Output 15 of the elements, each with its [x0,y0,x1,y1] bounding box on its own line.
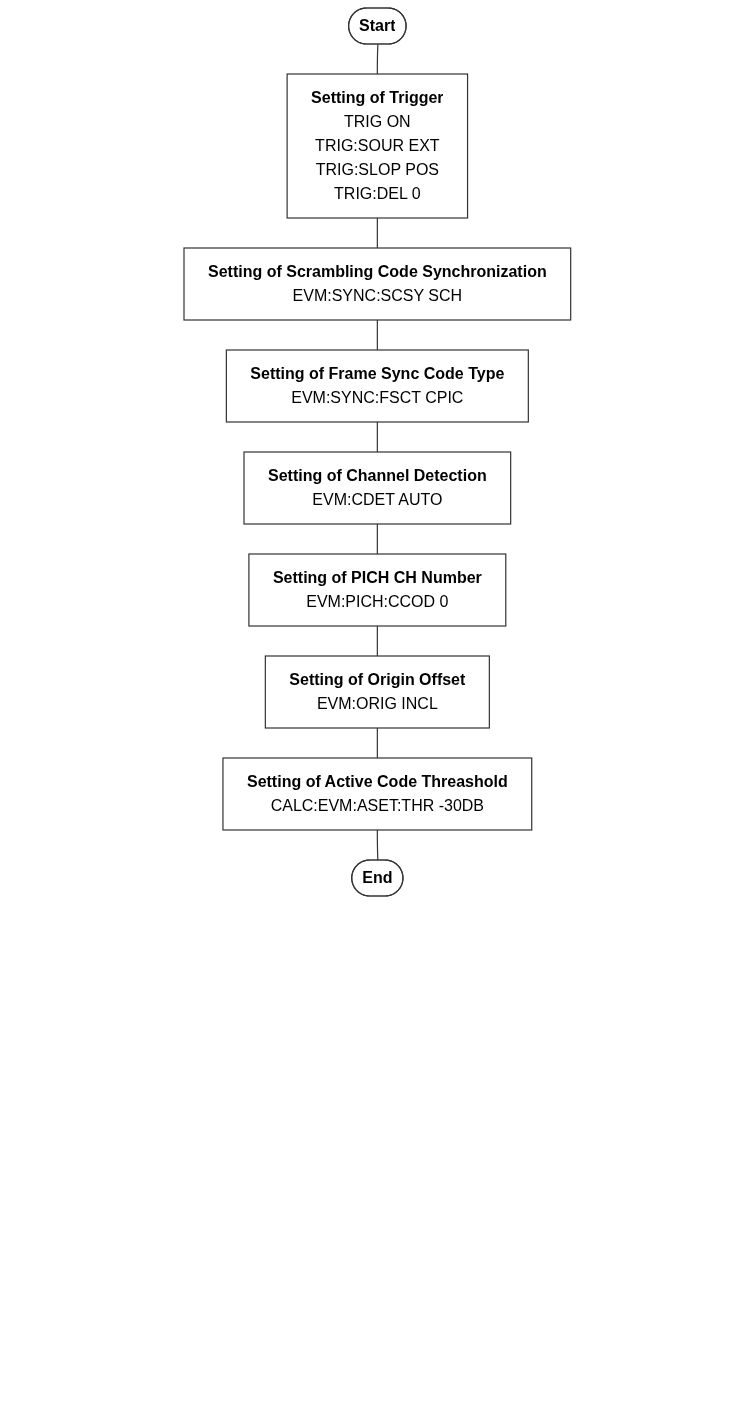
connector [376,829,379,862]
node-box: Setting of Origin Offset EVM:ORIG INCL [264,655,491,729]
node-box: Setting of Trigger TRIG ON TRIG:SOUR EXT TRIG:SLOP POS TRIG:DEL 0 [286,73,469,219]
connector [376,625,379,657]
connector [376,43,379,75]
connector [376,727,379,759]
node-box: Setting of Scrambling Code Synchronization EVM:SYNC:SCSY SCH [183,247,572,321]
connector [376,217,379,249]
node-box: Setting of Frame Sync Code Type EVM:SYNC:FSCT CPIC [225,349,530,423]
node-box: Setting of Active Code Threashold CALC:EVM:ASET:THR -30DB [222,757,533,831]
node-box: Setting of Channel Detection EVM:CDET AUTO [243,451,512,525]
connector [376,319,379,351]
connector [376,523,379,555]
node-box: Setting of PICH CH Number EVM:PICH:CCOD 0 [248,553,507,627]
connector [376,421,379,453]
